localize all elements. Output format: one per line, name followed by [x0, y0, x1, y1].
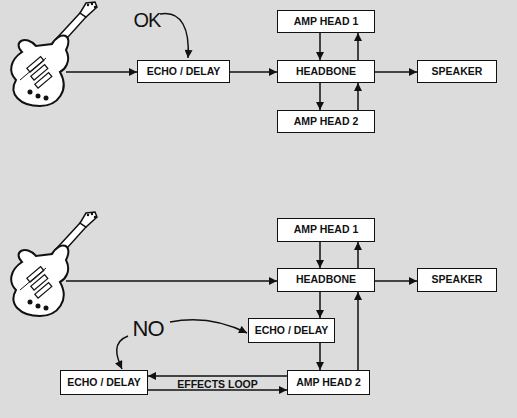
signal-arrow — [319, 83, 321, 110]
leader-arrow — [170, 320, 247, 333]
signal-arrow — [319, 33, 321, 60]
signal-arrow — [230, 71, 277, 73]
process-box: ECHO / DELAY — [137, 60, 230, 83]
signal-arrow — [375, 280, 417, 282]
signal-arrow — [148, 375, 287, 377]
box-label: SPEAKER — [432, 66, 483, 78]
box-label: HEADBONE — [296, 274, 356, 286]
box-label: HEADBONE — [296, 66, 356, 78]
process-box: ECHO / DELAY — [248, 318, 335, 343]
process-box: HEADBONE — [277, 60, 375, 83]
box-label: ECHO / DELAY — [255, 325, 329, 337]
signal-arrow — [357, 242, 359, 268]
signal-arrow — [357, 292, 359, 370]
process-box: HEADBONE — [277, 268, 375, 292]
box-label: ECHO / DELAY — [67, 377, 141, 389]
box-label: SPEAKER — [432, 274, 483, 286]
handwritten-note: OK — [134, 9, 161, 32]
box-label: AMP HEAD 2 — [296, 377, 361, 389]
signal-arrow — [357, 83, 359, 110]
signal-arrow — [319, 292, 321, 318]
guitar-cable — [66, 71, 137, 73]
box-label: AMP HEAD 2 — [294, 116, 359, 128]
signal-arrow — [319, 343, 321, 370]
leader-arrow — [117, 336, 128, 369]
process-box: AMP HEAD 2 — [277, 110, 375, 133]
process-box: SPEAKER — [417, 60, 497, 83]
edge-label: EFFECTS LOOP — [177, 378, 258, 390]
process-box: SPEAKER — [417, 268, 497, 292]
box-label: AMP HEAD 1 — [294, 16, 359, 28]
handwritten-note: NO — [133, 316, 164, 342]
box-label: ECHO / DELAY — [147, 66, 221, 78]
process-box: AMP HEAD 1 — [277, 10, 375, 33]
signal-arrow — [319, 242, 321, 268]
process-box: AMP HEAD 2 — [287, 370, 370, 395]
guitar-illustration — [11, 212, 97, 316]
guitar-cable — [66, 280, 277, 282]
signal-arrow — [357, 33, 359, 60]
process-box: AMP HEAD 1 — [277, 218, 375, 242]
leader-arrow — [160, 13, 188, 58]
guitar-illustration — [11, 2, 97, 106]
signal-arrow — [375, 71, 417, 73]
process-box: ECHO / DELAY — [60, 370, 148, 395]
box-label: AMP HEAD 1 — [294, 224, 359, 236]
